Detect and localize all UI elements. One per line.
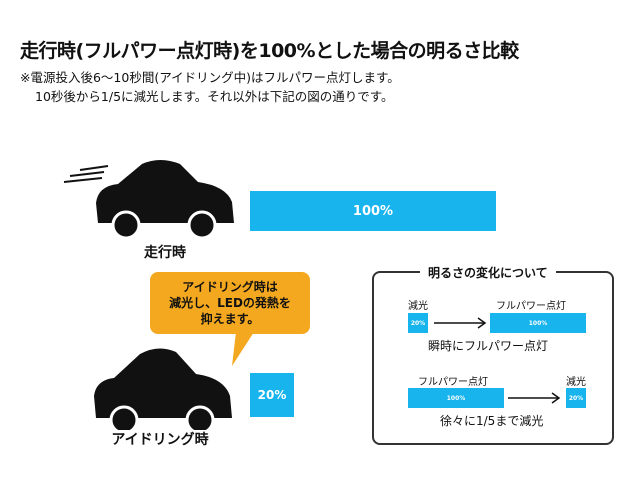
- top-to-value: 100%: [528, 319, 548, 327]
- driving-car-icon: [63, 160, 234, 238]
- panel-title: 明るさの変化について: [420, 264, 556, 281]
- note-line-1: ※電源投入後6〜10秒間(アイドリング中)はフルパワー点灯します。: [20, 70, 400, 85]
- bottom-to-bar: 20%: [566, 388, 586, 408]
- driving-brightness-value: 100%: [352, 203, 394, 219]
- arrow-right-icon: [508, 392, 561, 404]
- bottom-to-label: 減光: [566, 377, 586, 388]
- top-to-bar: 100%: [490, 313, 586, 333]
- top-from-label: 減光: [408, 301, 428, 312]
- bottom-from-label: フルパワー点灯: [418, 377, 488, 388]
- note: ※電源投入後6〜10秒間(アイドリング中)はフルパワー点灯します。 10秒後から…: [20, 68, 400, 106]
- idling-brightness-value: 20%: [257, 388, 287, 402]
- top-to-label: フルパワー点灯: [496, 301, 566, 312]
- top-caption: 瞬時にフルパワー点灯: [428, 339, 549, 353]
- speed-line: [69, 171, 105, 177]
- driving-label: 走行時: [144, 245, 186, 261]
- idling-speech-bubble: アイドリング時は 減光し、LEDの発熱を 抑えます。: [150, 272, 310, 334]
- page-title: 走行時(フルパワー点灯時)を100%とした場合の明るさ比較: [20, 40, 519, 62]
- driving-brightness-bar: 100%: [250, 191, 496, 231]
- top-from-value: 20%: [410, 319, 426, 327]
- bubble-line-1: アイドリング時は: [182, 280, 278, 294]
- bubble-tail: [232, 332, 254, 366]
- top-from-bar: 20%: [408, 313, 428, 333]
- speed-line: [63, 177, 103, 183]
- arrow-right-icon: [434, 317, 487, 329]
- bubble-line-3: 抑えます。: [200, 312, 260, 326]
- speed-line: [79, 165, 109, 171]
- bottom-to-value: 20%: [568, 394, 584, 402]
- bottom-caption: 徐々に1/5まで減光: [440, 414, 544, 428]
- note-line-2: 10秒後から1/5に減光します。それ以外は下記の図の通りです。: [35, 89, 394, 104]
- bottom-from-value: 100%: [446, 394, 466, 402]
- bottom-from-bar: 100%: [408, 388, 504, 408]
- idling-car-icon: [94, 348, 232, 430]
- bubble-line-2: 減光し、LEDの発熱を: [169, 296, 291, 310]
- idling-label: アイドリング時: [111, 432, 209, 448]
- idling-brightness-bar: 20%: [250, 373, 294, 417]
